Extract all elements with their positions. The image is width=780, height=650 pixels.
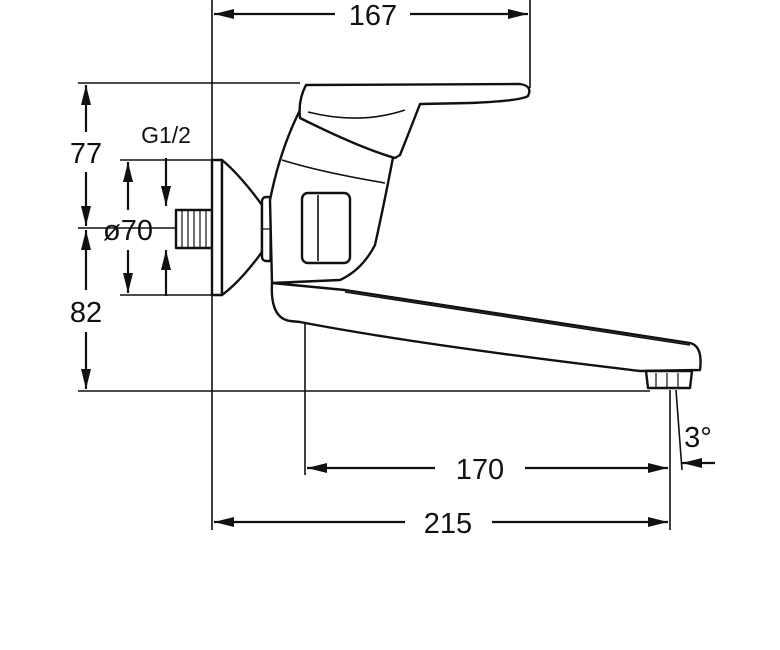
dim-167-label: 167 <box>349 0 397 32</box>
dim-82-label: 82 <box>70 297 102 329</box>
threaded-nipple <box>174 208 214 250</box>
extension-lines <box>78 0 683 530</box>
lever-handle <box>298 82 531 160</box>
dim-215-label: 215 <box>424 508 472 540</box>
wall-flange <box>210 158 264 297</box>
dim-thread-label: G1/2 <box>141 122 191 148</box>
dim-angle-label: 3° <box>684 422 712 454</box>
dim-170: 170 <box>307 454 668 486</box>
dim-82: 82 <box>70 230 102 389</box>
dim-170-label: 170 <box>456 454 504 486</box>
dim-thread: G1/2 <box>141 122 191 296</box>
dim-167: 167 <box>214 0 528 32</box>
mixer-body <box>268 108 397 285</box>
aerator <box>644 369 694 390</box>
dim-diameter: ø70 <box>103 162 153 293</box>
spout <box>270 281 702 373</box>
dim-diameter-label: ø70 <box>103 215 153 247</box>
dim-angle: 3° <box>682 422 715 468</box>
dim-77: 77 <box>70 85 102 226</box>
dim-77-label: 77 <box>70 138 102 170</box>
dim-215: 215 <box>214 508 668 540</box>
